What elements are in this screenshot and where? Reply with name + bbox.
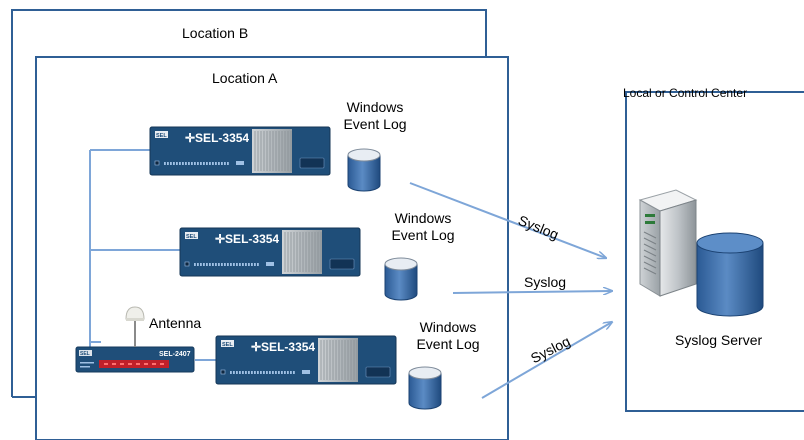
antenna-label: Antenna bbox=[149, 315, 202, 331]
location-a-label: Location A bbox=[212, 70, 278, 86]
sel-badge-text: SEL bbox=[156, 133, 167, 139]
syslog-arrow-3 bbox=[481, 322, 612, 399]
event-log-label-3: Windows Event Log bbox=[416, 319, 480, 352]
device-model-text: ✛SEL-3354 bbox=[215, 232, 279, 246]
sel-2407-clock: SEL SEL-2407 bbox=[75, 346, 195, 373]
sel-3354-device-1: SEL ✛SEL-3354 bbox=[149, 126, 331, 176]
event-log-database-icon-3 bbox=[408, 366, 442, 410]
sel-badge-text: SEL bbox=[186, 234, 197, 240]
event-log-database-icon-1 bbox=[347, 148, 381, 192]
server-tower-icon bbox=[638, 189, 698, 297]
sel-3354-device-2: SEL ✛SEL-3354 bbox=[179, 227, 361, 277]
sel-badge bbox=[155, 131, 168, 138]
event-log-label-2: Windows Event Log bbox=[391, 210, 455, 243]
sel-badge bbox=[185, 232, 198, 239]
device-model-text: ✛SEL-3354 bbox=[251, 340, 315, 354]
event-log-database-icon-2 bbox=[384, 257, 418, 301]
device-model-text: ✛SEL-3354 bbox=[185, 131, 249, 145]
syslog-arrow-2 bbox=[452, 291, 612, 293]
server-database-icon bbox=[696, 232, 764, 317]
syslog-arrow-1 bbox=[409, 182, 606, 258]
lan-bus bbox=[89, 149, 217, 361]
clock-brand-text: SEL bbox=[80, 351, 90, 357]
syslog-arrows bbox=[409, 182, 612, 399]
clock-model-text: SEL-2407 bbox=[159, 351, 191, 358]
antenna-icon bbox=[125, 306, 145, 347]
control-center-frame bbox=[625, 91, 804, 412]
event-log-label-1: Windows Event Log bbox=[343, 99, 407, 132]
syslog-server-label: Syslog Server bbox=[675, 332, 763, 348]
location-b-label: Location B bbox=[182, 25, 249, 41]
location-b-frame bbox=[11, 9, 487, 398]
sel-badge bbox=[221, 340, 234, 347]
sel-3354-device-3: SEL ✛SEL-3354 bbox=[215, 335, 397, 385]
sel-badge-text: SEL bbox=[222, 342, 233, 348]
control-center-label: Local or Control Center bbox=[623, 86, 748, 100]
syslog-link-label-2: Syslog bbox=[524, 274, 567, 290]
